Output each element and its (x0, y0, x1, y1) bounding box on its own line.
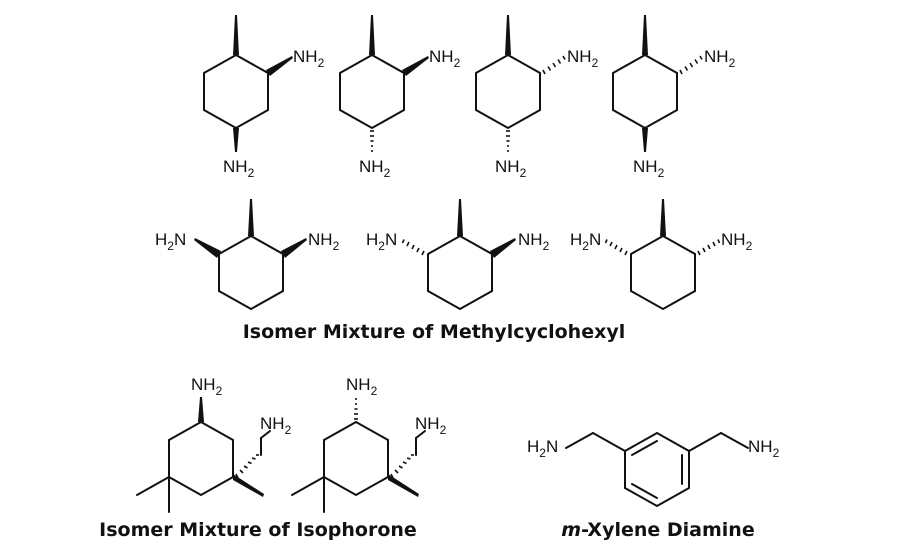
svg-text:H2N: H2N (366, 230, 397, 253)
wedge-bond-icon (388, 474, 419, 497)
hash-bond-icon (604, 239, 628, 256)
wedge-bond-icon (281, 238, 307, 258)
wedge-bond-icon (198, 397, 204, 422)
molecule-mch-5: H2N NH2 (155, 199, 340, 311)
amino-label: NH2 (346, 375, 378, 398)
amino-label: NH2 (704, 47, 736, 70)
svg-text:NH2: NH2 (223, 157, 255, 180)
amino-label: NH2 (429, 47, 461, 70)
wedge-bond-icon (642, 128, 648, 152)
svg-text:NH2: NH2 (518, 230, 550, 253)
svg-text:NH2: NH2 (260, 414, 292, 437)
wedge-bond-icon (490, 238, 516, 258)
amino-label: NH2 (415, 414, 447, 437)
wedge-bond-icon (660, 199, 666, 236)
svg-text:NH2: NH2 (429, 47, 461, 70)
hash-bond-icon (370, 130, 374, 152)
svg-text:NH2: NH2 (721, 230, 753, 253)
wedge-bond-icon (248, 199, 254, 236)
amino-label: NH2 (260, 414, 292, 437)
benzene-ring-icon (624, 432, 690, 508)
molecule-mxda: H2N NH2 (527, 432, 780, 508)
hash-bond-icon (390, 454, 414, 479)
svg-text:NH2: NH2 (495, 157, 527, 180)
molecule-mch-3: NH2 NH2 (475, 15, 599, 180)
svg-text:H2N: H2N (155, 230, 186, 253)
wedge-bond-icon (194, 238, 221, 258)
amino-label: H2N (366, 230, 397, 253)
wedge-bond-icon (233, 474, 264, 497)
amino-label: NH2 (567, 47, 599, 70)
svg-text:NH2: NH2 (633, 157, 665, 180)
hash-bond-icon (506, 130, 510, 152)
wedge-bond-icon (402, 56, 429, 76)
wedge-bond-icon (369, 15, 375, 55)
hash-bond-icon (679, 55, 703, 75)
svg-text:NH2: NH2 (346, 375, 378, 398)
wedge-bond-icon (457, 199, 463, 236)
caption-methylcyclohexyl: Isomer Mixture of Methylcyclohexyl (243, 321, 626, 343)
hash-bond-icon (401, 239, 425, 256)
hash-bond-icon (235, 454, 259, 479)
svg-text:NH2: NH2 (191, 375, 223, 398)
amino-label: H2N (527, 437, 558, 460)
wedge-bond-icon (266, 56, 293, 76)
molecule-mch-7: H2N NH2 (570, 199, 753, 311)
molecule-ipda-2: NH2 NH2 (291, 375, 447, 513)
wedge-bond-icon (233, 15, 239, 55)
amino-label: NH2 (191, 375, 223, 398)
amino-label: NH2 (359, 157, 391, 180)
amino-label: NH2 (518, 230, 550, 253)
molecule-mch-2: NH2 NH2 (339, 15, 461, 180)
svg-text:NH2: NH2 (567, 47, 599, 70)
amino-label: NH2 (721, 230, 753, 253)
svg-text:H2N: H2N (527, 437, 558, 460)
amino-label: NH2 (633, 157, 665, 180)
wedge-bond-icon (642, 15, 648, 55)
svg-text:H2N: H2N (570, 230, 601, 253)
amino-label: NH2 (495, 157, 527, 180)
amino-label: NH2 (308, 230, 340, 253)
amino-label: NH2 (748, 437, 780, 460)
molecule-mch-6: H2N NH2 (366, 199, 550, 311)
amino-label: H2N (570, 230, 601, 253)
svg-text:NH2: NH2 (704, 47, 736, 70)
svg-text:NH2: NH2 (415, 414, 447, 437)
amino-label: H2N (155, 230, 186, 253)
caption-m-xylene-diamine: m-Xylene Diamine (561, 519, 754, 541)
svg-text:NH2: NH2 (359, 157, 391, 180)
svg-text:NH2: NH2 (308, 230, 340, 253)
caption-isophorone: Isomer Mixture of Isophorone (99, 519, 417, 541)
molecule-mch-1: NH2 NH2 (203, 15, 325, 180)
amino-label: NH2 (293, 47, 325, 70)
hash-bond-icon (697, 239, 721, 256)
molecule-ipda-1: NH2 NH2 (136, 375, 292, 513)
wedge-bond-icon (233, 128, 239, 152)
wedge-bond-icon (505, 15, 511, 55)
svg-text:NH2: NH2 (293, 47, 325, 70)
molecule-mch-4: NH2 NH2 (612, 15, 736, 180)
hash-bond-icon (542, 55, 566, 75)
hash-bond-icon (354, 398, 358, 420)
svg-text:NH2: NH2 (748, 437, 780, 460)
amino-label: NH2 (223, 157, 255, 180)
